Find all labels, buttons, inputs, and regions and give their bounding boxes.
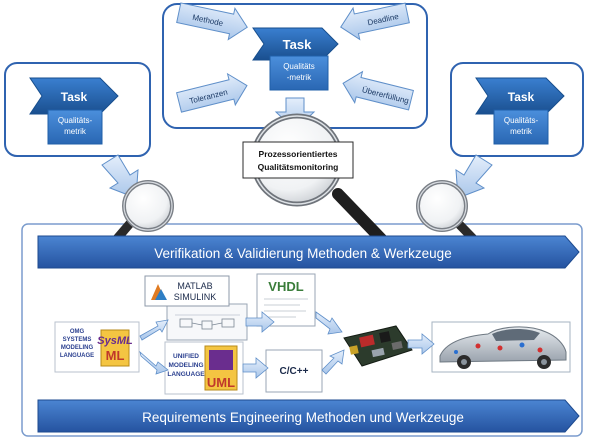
svg-text:LANGUAGE: LANGUAGE (167, 371, 205, 378)
right-task-title: Task (508, 90, 535, 104)
left-task: Task Qualitäts- metrik (29, 77, 119, 145)
svg-text:MODELING: MODELING (61, 345, 94, 351)
center-magnifier: Prozessorientiertes Qualitätsmonitoring (242, 113, 354, 207)
right-magnifier (416, 180, 468, 232)
flow-arrows (139, 311, 435, 379)
svg-text:UNIFIED: UNIFIED (173, 353, 199, 360)
arrow-uml-ccpp (242, 357, 269, 379)
arrow-board-car (407, 333, 435, 355)
svg-text:SYSTEMS: SYSTEMS (63, 337, 92, 343)
arrow-toleranzen: Toleranzen (176, 72, 248, 113)
car-image (431, 321, 571, 373)
ccpp: C/C++ (265, 349, 323, 393)
monitoring-box (242, 141, 354, 179)
arrow-methode: Methode (176, 2, 248, 41)
arrow-ccpp-board (321, 349, 345, 375)
matlab-simulink: MATLAB SIMULINK (144, 275, 248, 341)
circuit-board-image (343, 325, 413, 367)
banner-requirements: Requirements Engineering Methoden und We… (37, 399, 580, 433)
uml-logo-text: UML (207, 375, 235, 390)
left-task-title: Task (61, 90, 88, 104)
right-metric-line2: metrik (510, 127, 533, 136)
arrow-sysml-uml (139, 350, 169, 375)
top-metric-line2: -metrik (287, 73, 312, 82)
svg-text:ML: ML (106, 348, 125, 363)
monitoring-line1: Prozessorientiertes (259, 149, 338, 159)
top-task: Task Qualitäts -metrik (252, 27, 339, 91)
vhdl-label: VHDL (268, 279, 303, 294)
top-task-title: Task (283, 37, 312, 52)
top-metric-box (269, 55, 329, 91)
sysml-logo-text: SysML (97, 335, 133, 347)
banner-requirements-label: Requirements Engineering Methoden und We… (142, 410, 464, 425)
arrow-vhdl-board (315, 311, 343, 335)
right-metric-box (493, 109, 549, 145)
banner-verifikation-label: Verifikation & Validierung Methoden & We… (154, 246, 451, 261)
simulink-label: SIMULINK (174, 292, 217, 302)
svg-text:MODELING: MODELING (168, 362, 203, 369)
monitoring-line2: Qualitätsmonitoring (258, 162, 339, 172)
arrow-deadline: Deadline (340, 2, 410, 41)
svg-text:LANGUAGE: LANGUAGE (60, 353, 94, 359)
left-metric-line1: Qualitäts- (58, 116, 93, 125)
right-metric-line1: Qualitäts- (504, 116, 539, 125)
arrow-uebererfuellung: Übererfüllung (342, 70, 415, 111)
left-magnifier (122, 180, 174, 232)
arrow-sysml-matlab (139, 319, 169, 341)
uml-logo: UNIFIED MODELING LANGUAGE UML (164, 341, 244, 395)
vhdl: VHDL (256, 273, 316, 327)
matlab-label: MATLAB (177, 281, 212, 291)
svg-text:OMG: OMG (70, 329, 85, 335)
banner-verifikation: Verifikation & Validierung Methoden & We… (37, 235, 580, 269)
ccpp-label: C/C++ (280, 366, 309, 377)
right-down-arrow (455, 154, 493, 199)
sysml-logo: OMG SYSTEMS MODELING LANGUAGE SysML ML (54, 321, 140, 373)
right-task: Task Qualitäts- metrik (475, 77, 565, 145)
arrow-matlab-vhdl (245, 311, 275, 333)
top-metric-line1: Qualitäts (283, 62, 315, 71)
left-metric-box (47, 109, 103, 145)
left-metric-line2: metrik (64, 127, 87, 136)
